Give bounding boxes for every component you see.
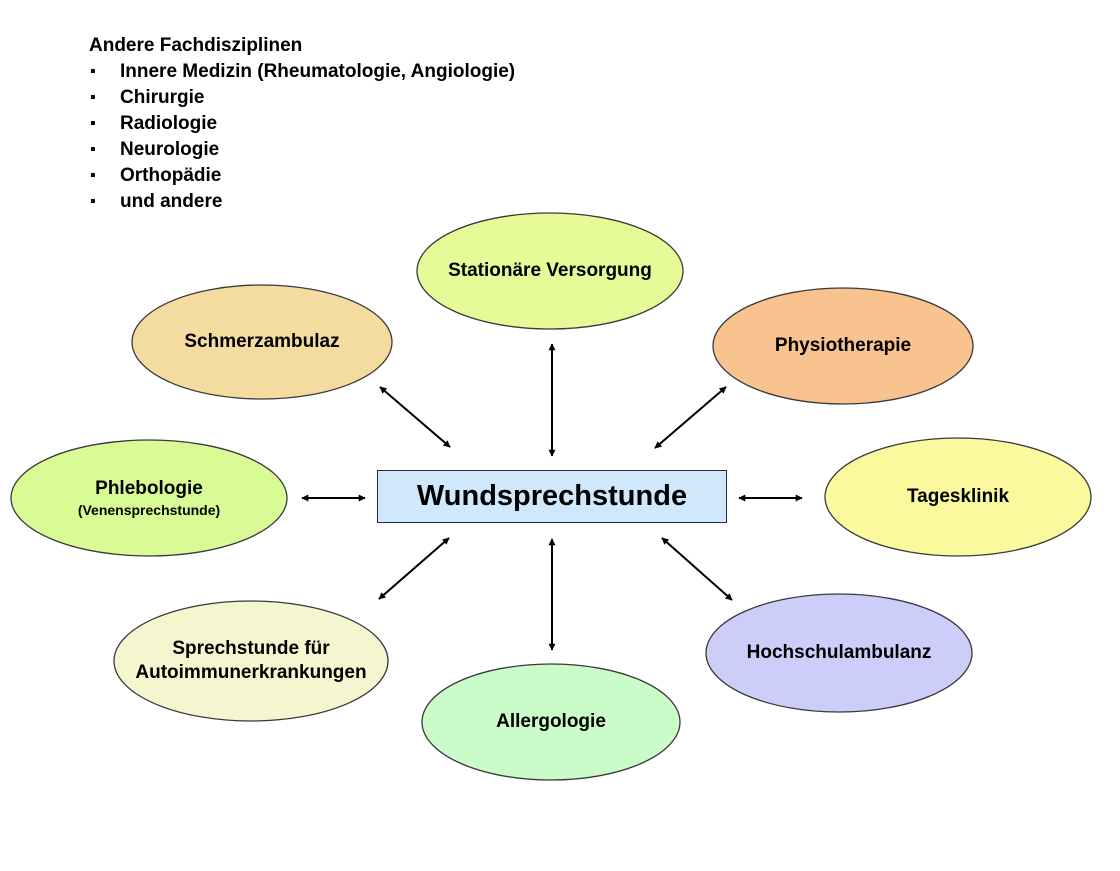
arrow-schmerz (379, 386, 451, 448)
list-item: ▪Innere Medizin (Rheumatologie, Angiolog… (89, 59, 515, 85)
node-label: Stationäre Versorgung (448, 260, 652, 281)
arrow-hochschul (661, 537, 733, 601)
list-item: ▪Neurologie (89, 137, 515, 163)
node-phlebo: Phlebologie (Venensprechstunde) (11, 440, 287, 556)
list-item: ▪und andere (89, 189, 515, 215)
node-hochschul: Hochschulambulanz (706, 594, 972, 712)
node-shape-tagesklinik (824, 437, 1092, 557)
node-physio: Physiotherapie (713, 288, 973, 404)
bullet-icon: ▪ (90, 89, 96, 106)
bullet-icon: ▪ (90, 193, 96, 210)
node-sublabel: (Venensprechstunde) (77, 502, 221, 518)
disciplines-heading: Andere Fachdisziplinen (89, 35, 303, 56)
disciplines-items: ▪Innere Medizin (Rheumatologie, Angiolog… (89, 59, 515, 215)
node-shape-physio (712, 287, 974, 405)
other-disciplines-list: Andere Fachdisziplinen ▪Innere Medizin (… (89, 33, 515, 215)
arrow-autoimmun (378, 537, 450, 600)
list-item: ▪Radiologie (89, 111, 515, 137)
center-label: Wundsprechstunde (416, 480, 688, 512)
node-tagesklinik: Tagesklinik (825, 438, 1091, 556)
node-allergo: Allergologie (422, 664, 680, 780)
node-label: Allergologie (496, 711, 606, 732)
node-shape-phlebo (10, 439, 288, 557)
node-autoimmun: Sprechstunde für Autoimmunerkrankungen (114, 601, 388, 721)
list-item: ▪Chirurgie (89, 85, 515, 111)
list-item: ▪Orthopädie (89, 163, 515, 189)
node-shape-allergo (421, 663, 681, 781)
bullet-icon: ▪ (90, 167, 96, 184)
bullet-icon: ▪ (90, 63, 96, 80)
center-box-wundsprechstunde: Wundsprechstunde (377, 470, 727, 523)
arrow-physio (654, 386, 727, 449)
node-shape-autoimmun (113, 600, 389, 722)
node-label-line2: Autoimmunerkrankungen (135, 662, 367, 683)
node-shape-hochschul (705, 593, 973, 713)
node-label: Tagesklinik (906, 486, 1010, 507)
node-label: Phlebologie (95, 478, 203, 499)
bullet-icon: ▪ (90, 141, 96, 158)
node-label: Hochschulambulanz (746, 642, 932, 663)
node-schmerz: Schmerzambulaz (132, 285, 392, 399)
node-shape-schmerz (131, 284, 393, 400)
node-shape-stationaer (416, 212, 684, 330)
node-label: Physiotherapie (774, 335, 912, 356)
node-label: Schmerzambulaz (184, 331, 340, 352)
node-stationaer: Stationäre Versorgung (417, 213, 683, 329)
node-label-line1: Sprechstunde für (172, 638, 330, 659)
bullet-icon: ▪ (90, 115, 96, 132)
